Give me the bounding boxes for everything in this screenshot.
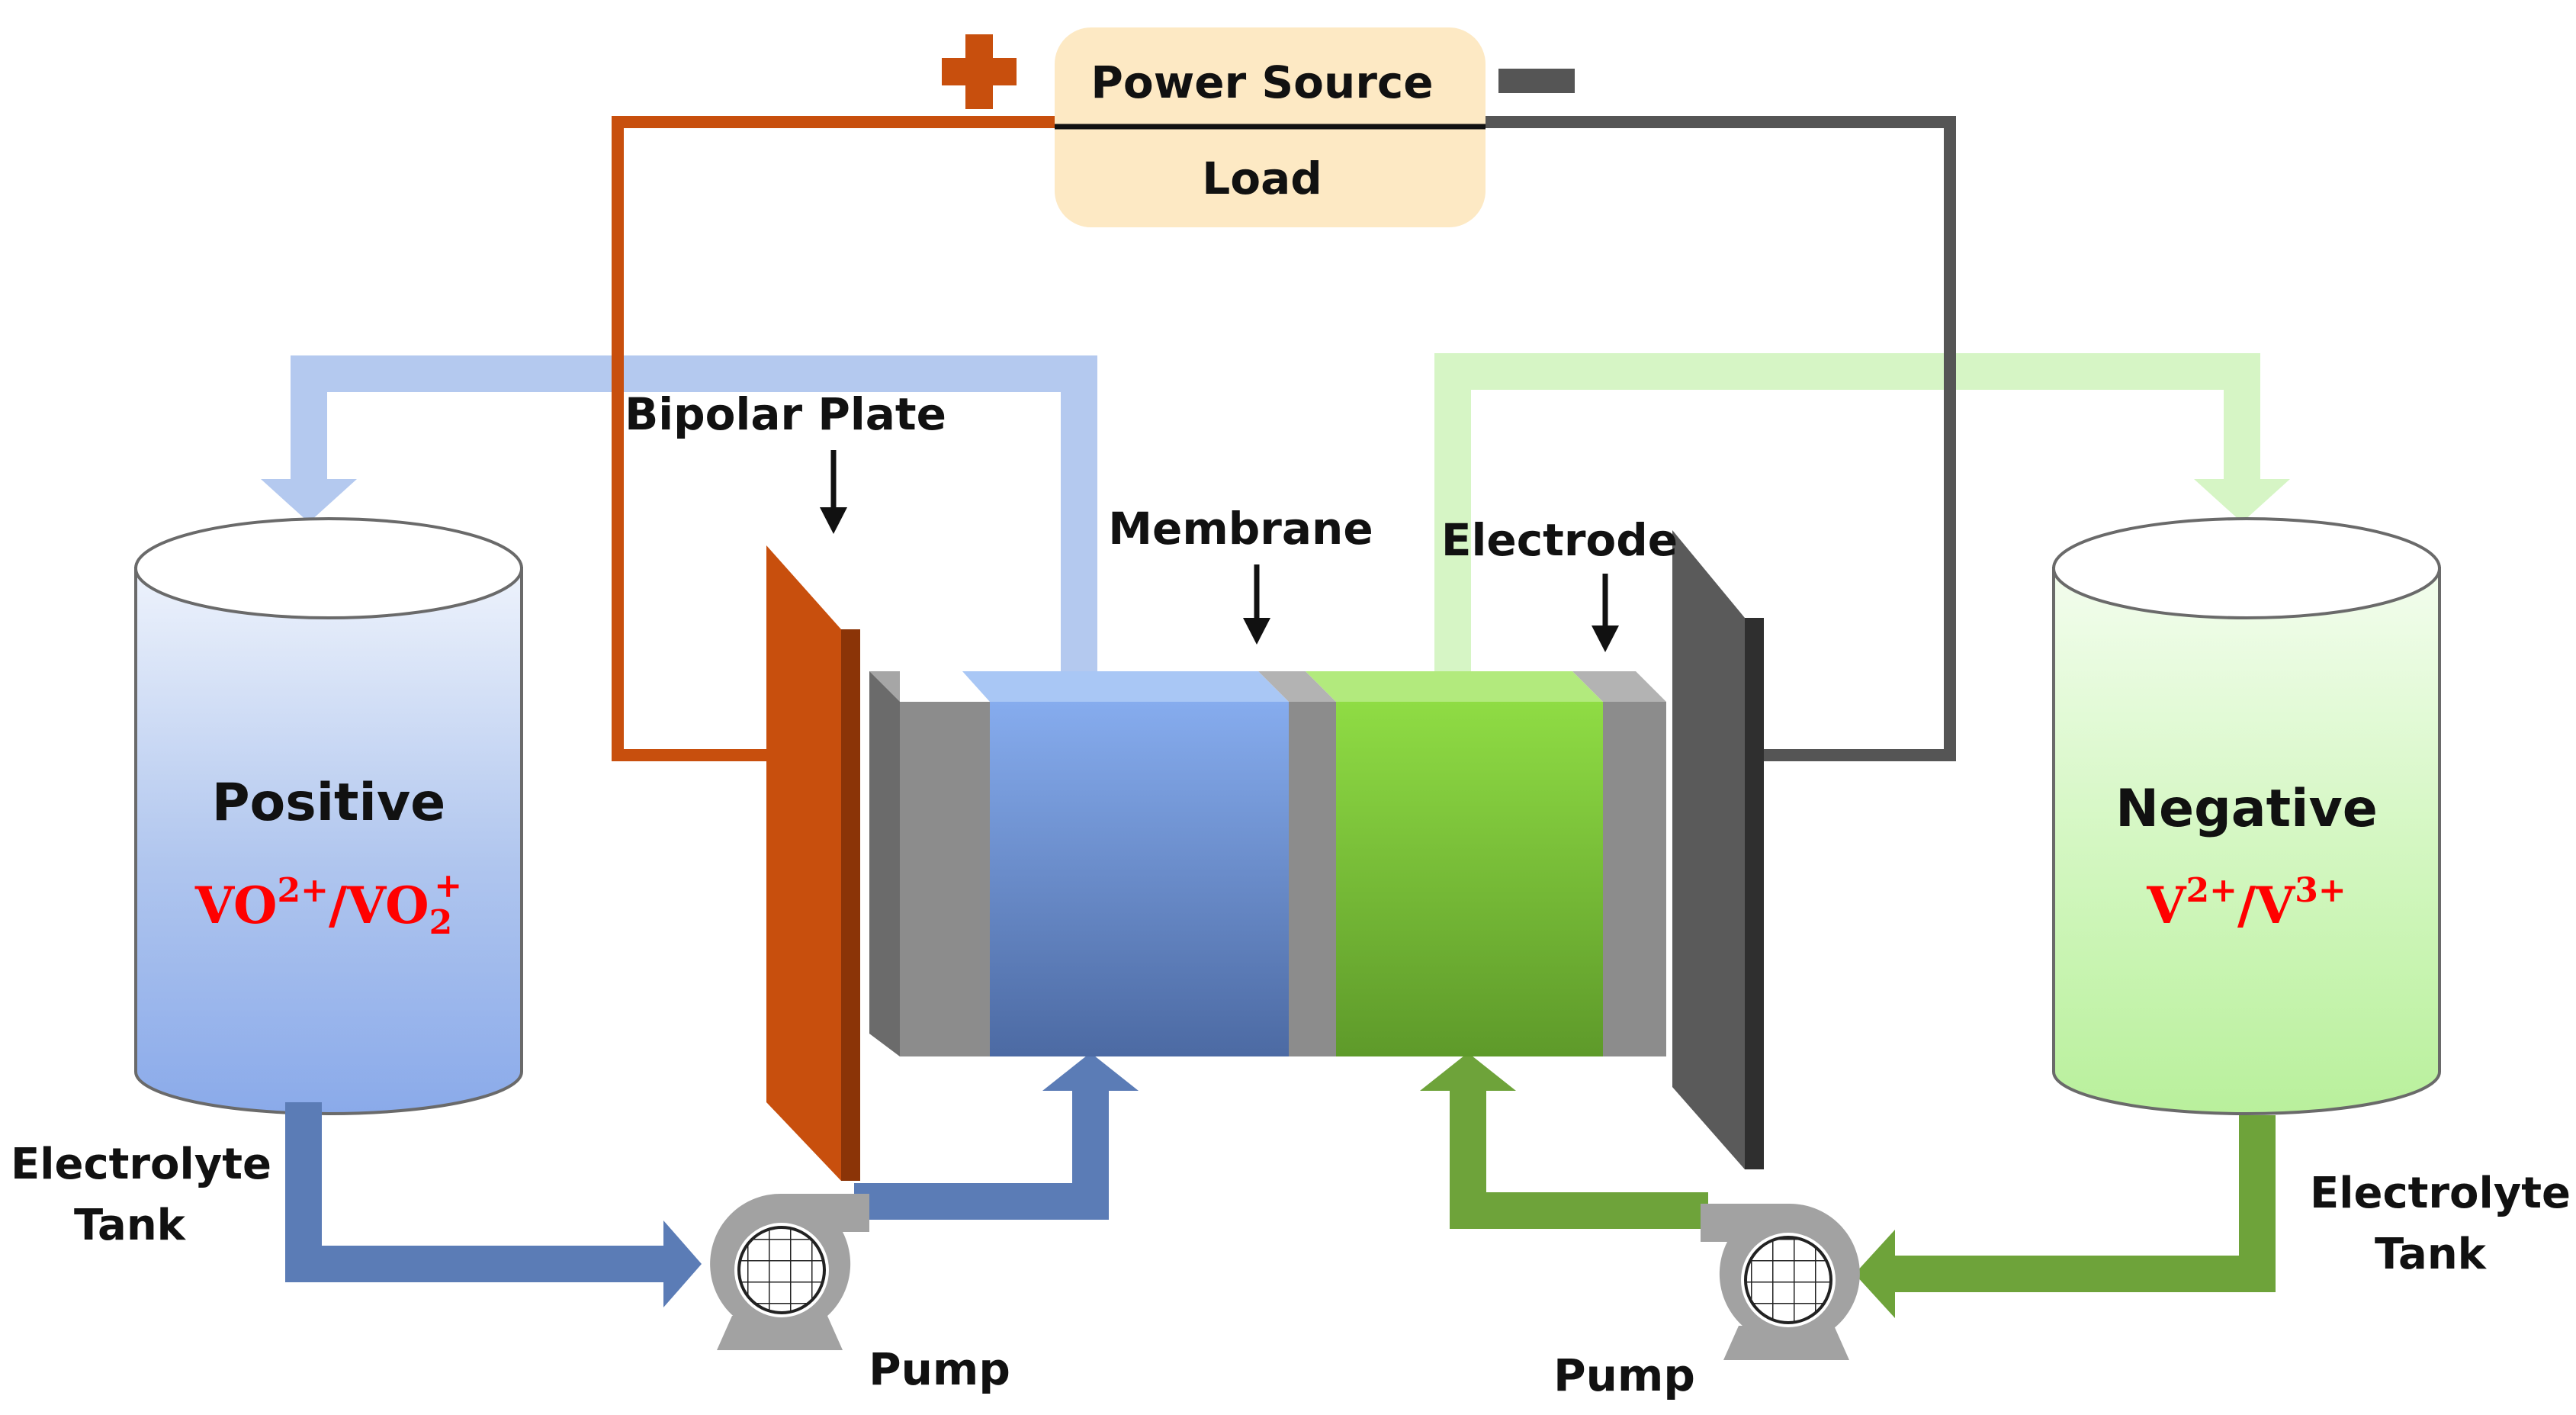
positive-bipolar-plate — [766, 545, 860, 1181]
positive-electrolyte-tank: Positive VO2+/VO2+ — [134, 517, 523, 1115]
minus-sign-icon — [1498, 69, 1575, 93]
left-tank-label-line1: Electrolyte — [11, 1140, 271, 1189]
negative-pump — [1701, 1203, 1860, 1360]
left-tank-label-line2: Tank — [74, 1201, 187, 1250]
bipolar-plate-label: Bipolar Plate — [625, 388, 946, 440]
negative-electrolyte-chamber — [1336, 702, 1603, 1056]
negative-bipolar-plate — [1672, 530, 1764, 1169]
membrane — [1289, 702, 1336, 1056]
negative-return-arrowhead — [2194, 479, 2290, 523]
positive-return-pipe — [261, 355, 1097, 671]
positive-chemistry: VO2+/VO2+ — [194, 867, 462, 942]
membrane-label: Membrane — [1108, 503, 1373, 555]
negative-electrolyte-tank: Negative V2+/V3+ — [2052, 517, 2441, 1115]
positive-return-arrowhead — [261, 479, 357, 523]
negative-chemistry: V2+/V3+ — [2146, 871, 2346, 935]
pump-grid-icon — [739, 1227, 824, 1313]
cell-stack — [869, 671, 1666, 1056]
negative-return-pipe — [1434, 353, 2290, 671]
right-tank-label-line1: Electrolyte — [2310, 1169, 2571, 1218]
electrode-pointer — [1592, 574, 1619, 652]
positive-title: Positive — [212, 773, 446, 833]
right-pump-label: Pump — [1553, 1349, 1695, 1401]
power-source-label: Power Source — [1090, 56, 1433, 108]
negative-electrode — [1603, 702, 1666, 1056]
load-label: Load — [1202, 153, 1322, 204]
power-source-load-box: Power Source Load — [1055, 27, 1486, 227]
positive-electrode — [900, 702, 990, 1056]
negative-feed-pipe — [1420, 1053, 2276, 1318]
membrane-pointer — [1243, 564, 1270, 645]
negative-title: Negative — [2115, 779, 2378, 839]
plus-sign-icon — [942, 34, 1017, 109]
left-pump-label: Pump — [869, 1343, 1010, 1395]
positive-pump — [710, 1193, 869, 1350]
bipolar-plate-pointer — [820, 450, 847, 534]
right-tank-label-line2: Tank — [2375, 1230, 2488, 1279]
positive-electrolyte-chamber — [990, 702, 1289, 1056]
positive-wire — [612, 116, 1056, 761]
positive-feed-pipe — [285, 1053, 1139, 1307]
negative-wire — [1483, 116, 1956, 761]
electrode-label: Electrode — [1441, 514, 1678, 566]
pump-grid-icon — [1746, 1237, 1831, 1323]
